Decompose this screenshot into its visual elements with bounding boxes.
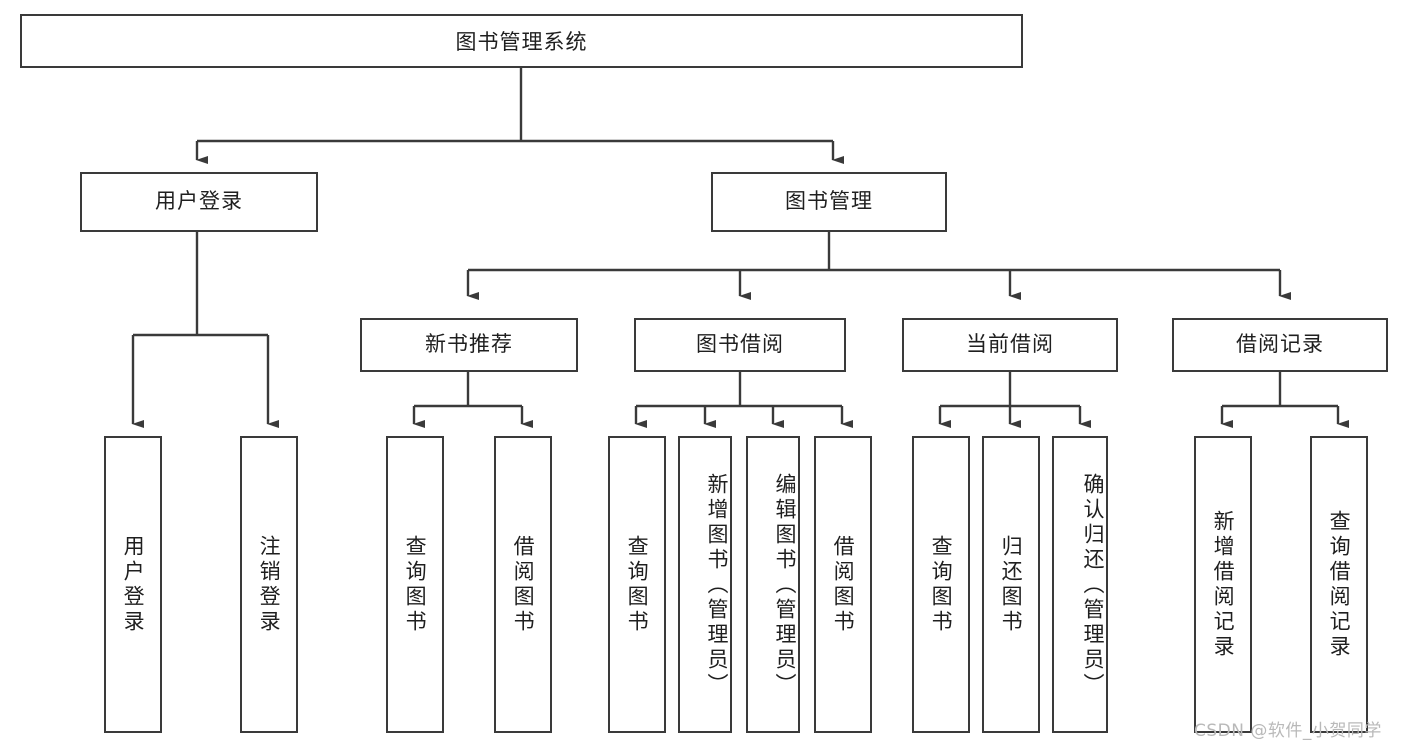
leaf-book-borrow-edit-book-admin[interactable]: 编辑图书（管理员） — [746, 436, 800, 733]
leaf-book-borrow-add-book-admin[interactable]: 新增图书（管理员） — [678, 436, 732, 733]
node-root-label: 图书管理系统 — [455, 30, 588, 54]
leaf-label: 查询图书 — [929, 534, 954, 635]
node-book-management[interactable]: 图书管理 — [711, 172, 947, 232]
leaf-new-book-query-book[interactable]: 查询图书 — [386, 436, 444, 733]
leaf-book-borrow-query-book[interactable]: 查询图书 — [608, 436, 666, 733]
leaf-current-borrow-confirm-return-admin[interactable]: 确认归还（管理员） — [1052, 436, 1108, 733]
leaf-label: 新增图书（管理员） — [705, 473, 729, 698]
leaf-label: 确认归还（管理员） — [1081, 473, 1105, 698]
leaf-current-borrow-query-book[interactable]: 查询图书 — [912, 436, 970, 733]
leaf-label: 查询图书 — [625, 534, 650, 635]
leaf-label: 注销登录 — [257, 534, 282, 635]
leaf-label: 用户登录 — [121, 534, 146, 635]
leaf-user-login-logout[interactable]: 注销登录 — [240, 436, 298, 733]
leaf-label: 归还图书 — [999, 534, 1024, 635]
node-new-book-recommend[interactable]: 新书推荐 — [360, 318, 578, 372]
node-current-borrow-label: 当前借阅 — [966, 332, 1054, 357]
node-borrow-record-label: 借阅记录 — [1236, 332, 1324, 357]
leaf-borrow-record-query-record[interactable]: 查询借阅记录 — [1310, 436, 1368, 733]
node-new-book-recommend-label: 新书推荐 — [425, 332, 513, 357]
leaf-label: 查询图书 — [403, 534, 428, 635]
node-borrow-record[interactable]: 借阅记录 — [1172, 318, 1388, 372]
node-current-borrow[interactable]: 当前借阅 — [902, 318, 1118, 372]
leaf-book-borrow-borrow-book[interactable]: 借阅图书 — [814, 436, 872, 733]
node-user-login[interactable]: 用户登录 — [80, 172, 318, 232]
leaf-user-login-login[interactable]: 用户登录 — [104, 436, 162, 733]
leaf-label: 编辑图书（管理员） — [773, 473, 797, 698]
node-user-login-label: 用户登录 — [155, 189, 243, 214]
leaf-new-book-borrow-book[interactable]: 借阅图书 — [494, 436, 552, 733]
leaf-borrow-record-add-record[interactable]: 新增借阅记录 — [1194, 436, 1252, 733]
leaf-label: 新增借阅记录 — [1211, 509, 1236, 660]
leaf-current-borrow-return-book[interactable]: 归还图书 — [982, 436, 1040, 733]
leaf-label: 借阅图书 — [831, 534, 856, 635]
node-book-management-label: 图书管理 — [785, 189, 873, 214]
node-book-borrow-label: 图书借阅 — [696, 332, 784, 357]
leaf-label: 查询借阅记录 — [1327, 509, 1352, 660]
node-book-borrow[interactable]: 图书借阅 — [634, 318, 846, 372]
node-root-system[interactable]: 图书管理系统 — [20, 14, 1023, 68]
leaf-label: 借阅图书 — [511, 534, 536, 635]
